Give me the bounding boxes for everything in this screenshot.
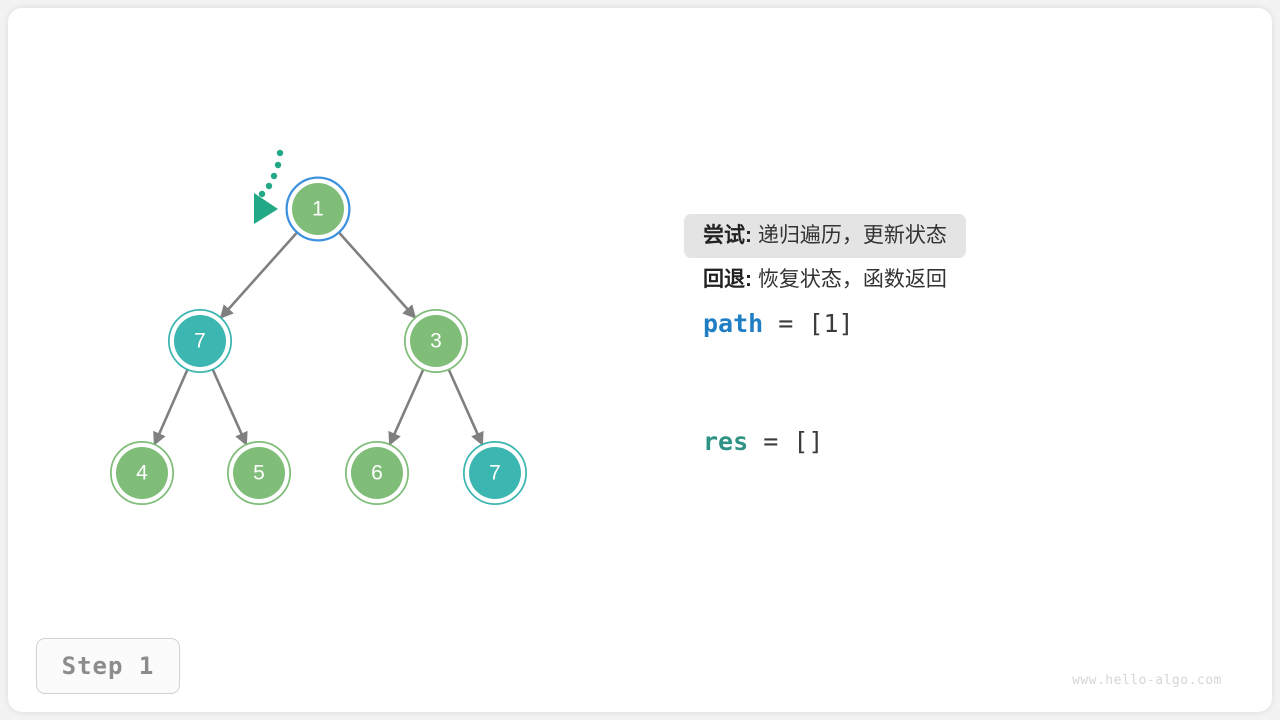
tree-nodes: 1 7 3 4 5 6 7 [110, 176, 527, 505]
cursor-trail-dot [258, 190, 266, 198]
node-value-label: 5 [253, 462, 265, 485]
cursor-trail-dot [265, 182, 273, 190]
node-active-ring [285, 176, 351, 242]
res-equals-sign: = [763, 427, 779, 456]
tree-edge [447, 367, 484, 446]
path-variable-name: path [703, 309, 764, 338]
node-disc [351, 447, 403, 499]
tree-edge [337, 230, 417, 319]
tree-edge [211, 367, 248, 446]
node-ring-gap [287, 178, 349, 240]
node-ring-gap [169, 310, 231, 372]
tree-node: 5 [227, 441, 291, 505]
node-ring-gap [111, 442, 173, 504]
node-value-label: 1 [312, 198, 324, 221]
tree-node: 6 [345, 441, 409, 505]
path-state-line: path = [1] [684, 302, 1104, 346]
res-variable-name: res [703, 427, 749, 456]
backtrack-value: 恢复状态，函数返回 [757, 268, 947, 291]
state-info-panel: 尝试: 递归遍历，更新状态 回退: 恢复状态，函数返回 path = [1] r… [684, 214, 1104, 464]
try-line: 尝试: 递归遍历，更新状态 [684, 214, 966, 258]
node-value-label: 6 [371, 462, 383, 485]
node-ring [168, 309, 232, 373]
node-ring-gap [228, 442, 290, 504]
node-ring [463, 441, 527, 505]
tree-node: 3 [404, 309, 468, 373]
node-ring [227, 441, 291, 505]
node-value-label: 7 [489, 462, 501, 485]
node-disc [410, 315, 462, 367]
node-value-label: 3 [430, 330, 442, 353]
try-value: 递归遍历，更新状态 [757, 224, 947, 247]
node-ring-gap [346, 442, 408, 504]
res-value: [] [793, 427, 824, 456]
tree-edge [153, 367, 190, 446]
node-value-label: 7 [194, 330, 206, 353]
node-ring-gap [405, 310, 467, 372]
node-disc [233, 447, 285, 499]
cursor-triangle-icon [254, 193, 278, 224]
node-disc [292, 183, 344, 235]
node-value-label: 4 [136, 462, 148, 485]
try-label: 尝试: [703, 224, 752, 247]
cursor-trail-dot [274, 161, 282, 169]
backtrack-label: 回退: [703, 268, 752, 291]
content-card [8, 8, 1272, 712]
step-badge: Step 1 [36, 638, 180, 694]
cursor-trail-dot [270, 172, 278, 180]
tree-node: 7 [463, 441, 527, 505]
try-line-wrapper: 尝试: 递归遍历，更新状态 [684, 214, 1104, 258]
node-ring [345, 441, 409, 505]
node-ring [404, 309, 468, 373]
tree-edges [153, 230, 484, 446]
path-value: [1] [808, 309, 854, 338]
site-watermark: www.hello-algo.com [1072, 673, 1222, 688]
recursion-entry-cursor [254, 149, 284, 224]
cursor-trail-dot [276, 149, 284, 157]
path-equals-sign: = [778, 309, 794, 338]
backtrack-line: 回退: 恢复状态，函数返回 [684, 258, 1104, 302]
node-ring-gap [464, 442, 526, 504]
tree-edge [219, 230, 299, 319]
res-state-line: res = [] [684, 420, 1104, 464]
node-ring [110, 441, 174, 505]
node-disc [116, 447, 168, 499]
tree-edge [388, 367, 425, 446]
tree-node: 7 [168, 309, 232, 373]
node-disc [174, 315, 226, 367]
tree-node: 4 [110, 441, 174, 505]
tree-node: 1 [285, 176, 351, 242]
node-disc [469, 447, 521, 499]
